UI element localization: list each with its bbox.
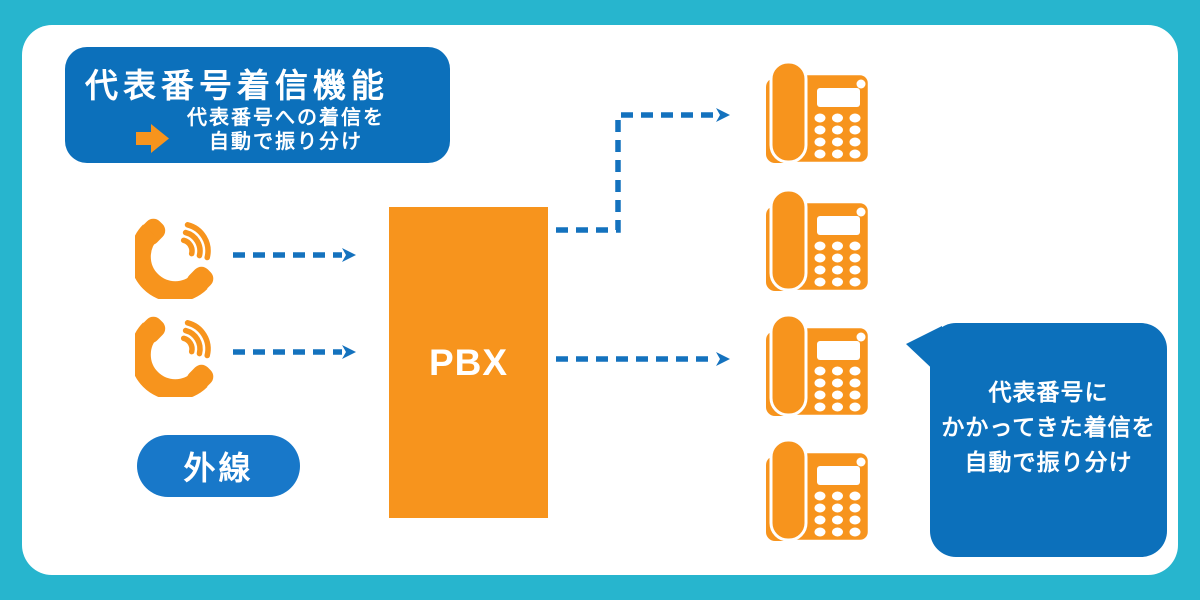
feature-subtitle-line2: 自動で振り分け [209,131,363,153]
feature-subtitle-line1: 代表番号への着信を [187,107,385,129]
ringing-phone-icon [134,209,226,299]
desk-phone-icon [765,439,870,542]
right-block-arrow-icon [136,124,169,153]
feature-header: 代表番号着信機能 代表番号への着信を 自動で振り分け [65,47,450,163]
external-line-badge: 外線 [137,435,300,497]
desk-phone-icon [765,189,870,292]
pbx-label: PBX [428,341,509,383]
callout-bubble: 代表番号に かかってきた着信を 自動で振り分け [930,323,1167,557]
external-line-label: 外線 [183,450,254,486]
feature-subtitle: 代表番号への着信を 自動で振り分け [151,106,421,154]
callout-line1: 代表番号に [988,378,1109,405]
pbx-box: PBX [389,207,548,518]
desk-phone-icon [765,314,870,417]
ringing-phone-icon [134,307,226,397]
callout-line3: 自動で振り分け [964,448,1133,475]
callout-line2: かかってきた着信を [941,413,1156,440]
feature-title: 代表番号着信機能 [85,67,389,104]
desk-phone-icon [765,61,870,164]
